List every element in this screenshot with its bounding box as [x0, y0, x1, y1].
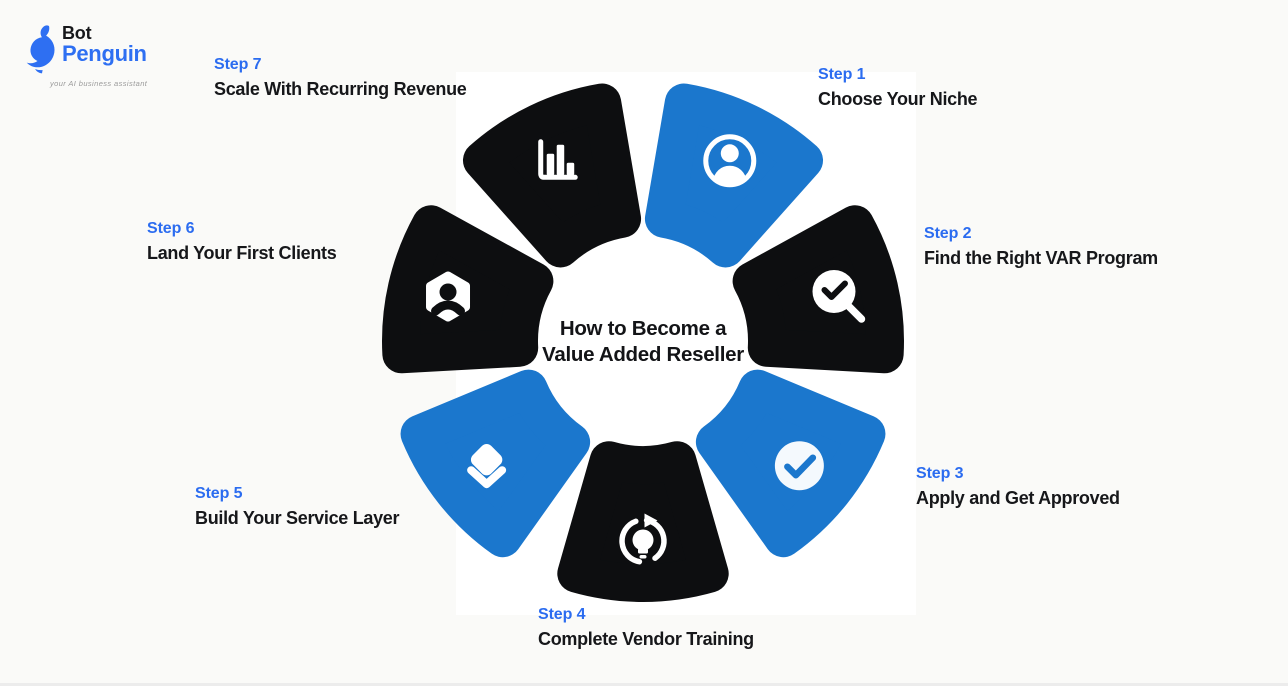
step-6-title: Land Your First Clients — [147, 243, 337, 263]
step-3-number: Step 3 — [916, 465, 964, 482]
step-1-label-block: Step 1 Choose Your Niche — [818, 66, 978, 110]
step-1-number: Step 1 — [818, 66, 866, 83]
bottom-section-divider — [0, 683, 1288, 686]
step-7-number: Step 7 — [214, 56, 262, 73]
step-2-number: Step 2 — [924, 225, 972, 242]
diagram-title-line1: How to Become a — [559, 317, 727, 340]
step-2-title: Find the Right VAR Program — [924, 248, 1158, 268]
brand-name-penguin: Penguin — [62, 41, 147, 66]
step-7-label-block: Step 7 Scale With Recurring Revenue — [214, 56, 467, 100]
step-6-label-block: Step 6 Land Your First Clients — [147, 220, 337, 264]
step-4-number: Step 4 — [538, 606, 586, 623]
search-check-icon — [812, 269, 866, 323]
step-5-label-block: Step 5 Build Your Service Layer — [195, 485, 400, 529]
step-7-title: Scale With Recurring Revenue — [214, 79, 467, 99]
brand-name-bot: Bot — [62, 23, 92, 43]
step-5-title: Build Your Service Layer — [195, 508, 400, 528]
penguin-icon — [26, 25, 55, 74]
check-circle-icon — [774, 441, 824, 491]
step-3-title: Apply and Get Approved — [916, 488, 1120, 508]
refresh-bulb-icon — [619, 513, 667, 565]
brand-tagline: your AI business assistant — [50, 79, 148, 88]
segment-step-4 — [557, 441, 729, 602]
hexagon-user-icon — [426, 271, 471, 322]
botpenguin-logo: Bot Penguin your AI business assistant — [22, 24, 192, 88]
layers-icon — [467, 444, 507, 489]
step-1-title: Choose Your Niche — [818, 89, 978, 109]
diagram-title: How to Become a Value Added Reseller — [483, 316, 803, 368]
step-5-number: Step 5 — [195, 485, 243, 502]
diagram-title-line2: Value Added Reseller — [542, 343, 744, 366]
step-3-label-block: Step 3 Apply and Get Approved — [916, 465, 1120, 509]
step-4-label-block: Step 4 Complete Vendor Training — [538, 606, 754, 650]
bar-chart-icon — [538, 139, 578, 180]
step-6-number: Step 6 — [147, 220, 195, 237]
step-2-label-block: Step 2 Find the Right VAR Program — [924, 225, 1158, 269]
user-circle-icon — [703, 134, 757, 188]
step-4-title: Complete Vendor Training — [538, 629, 754, 649]
